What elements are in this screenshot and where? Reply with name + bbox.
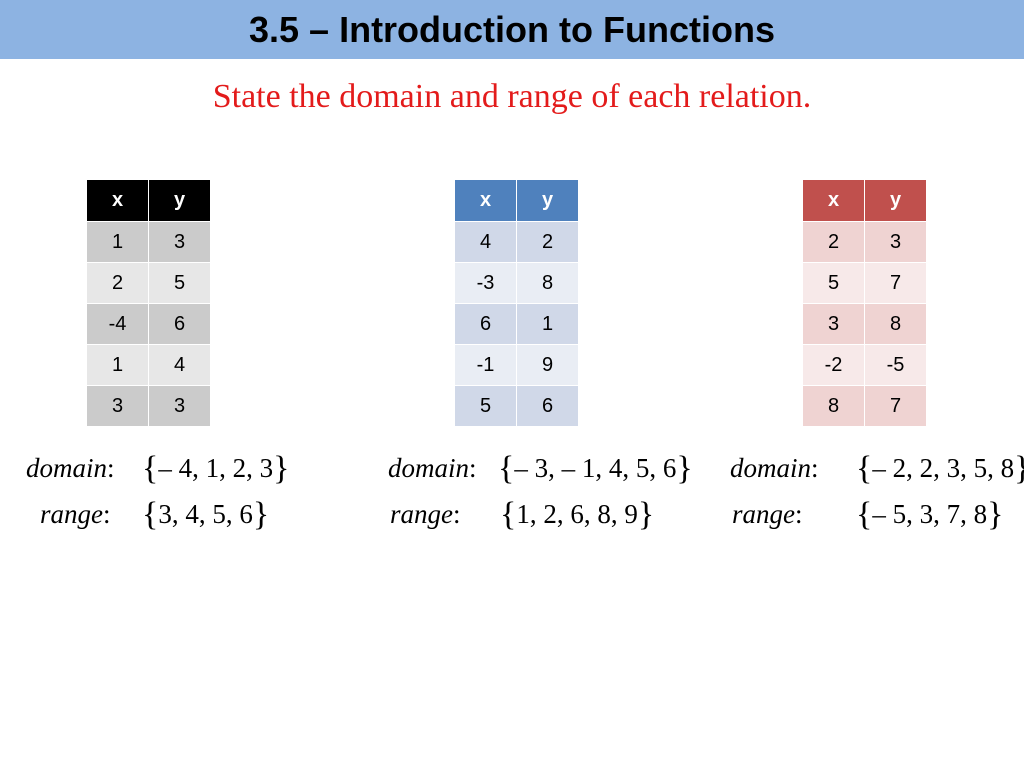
table-row: 1 3 (86, 221, 211, 263)
table-row: 2 3 (802, 221, 927, 263)
domain-line: domain: {– 2, 2, 3, 5, 8} (730, 448, 1024, 488)
relation-table-2: x y 4 2 -3 8 6 1 -1 9 5 6 (454, 179, 579, 427)
domain-set: {– 3, – 1, 4, 5, 6} (498, 450, 693, 487)
domain-values: – 3, – 1, 4, 5, 6 (514, 453, 677, 483)
table-row: 3 3 (86, 385, 211, 427)
range-label: range (732, 499, 795, 529)
column-header-x: x (86, 179, 149, 222)
table-cell: 4 (148, 344, 211, 386)
relation-table-3: x y 2 3 5 7 3 8 -2 -5 8 7 (802, 179, 927, 427)
column-header-x: x (454, 179, 517, 222)
domain-values: – 2, 2, 3, 5, 8 (872, 453, 1015, 483)
range-set: {– 5, 3, 7, 8} (856, 496, 1004, 533)
table-cell: 1 (86, 344, 149, 386)
table-cell: 6 (516, 385, 579, 427)
table-row: -2 -5 (802, 344, 927, 386)
table-row: 2 5 (86, 262, 211, 304)
table-cell: 2 (86, 262, 149, 304)
table-cell: 5 (802, 262, 865, 304)
answer-block-1: domain: {– 4, 1, 2, 3} range: {3, 4, 5, … (26, 448, 346, 538)
answer-block-2: domain: {– 3, – 1, 4, 5, 6} range: {1, 2… (388, 448, 718, 538)
column-header-y: y (516, 179, 579, 222)
table-cell: -4 (86, 303, 149, 345)
column-header-y: y (864, 179, 927, 222)
table-cell: -5 (864, 344, 927, 386)
table-row: -1 9 (454, 344, 579, 386)
column-header-x: x (802, 179, 865, 222)
table-row: 1 4 (86, 344, 211, 386)
relation-table-1: x y 1 3 2 5 -4 6 1 4 3 3 (86, 179, 211, 427)
domain-line: domain: {– 4, 1, 2, 3} (26, 450, 290, 487)
page-title: 3.5 – Introduction to Functions (249, 8, 775, 50)
domain-label: domain (730, 453, 811, 483)
table-cell: 5 (454, 385, 517, 427)
range-label: range (390, 499, 453, 529)
table-cell: 6 (148, 303, 211, 345)
table-cell: -1 (454, 344, 517, 386)
table-header-row: x y (454, 179, 579, 222)
table-cell: 8 (864, 303, 927, 345)
range-values: 1, 2, 6, 8, 9 (516, 499, 638, 529)
instruction-text: State the domain and range of each relat… (212, 78, 812, 115)
range-line: range: {– 5, 3, 7, 8} (732, 496, 1004, 533)
table-row: -4 6 (86, 303, 211, 345)
table-row: 5 7 (802, 262, 927, 304)
table-row: 4 2 (454, 221, 579, 263)
answer-block-3: domain: {– 2, 2, 3, 5, 8} range: {– 5, 3… (730, 448, 1024, 538)
table-cell: -3 (454, 262, 517, 304)
table-cell: 3 (802, 303, 865, 345)
range-values: – 5, 3, 7, 8 (872, 499, 988, 529)
table-row: -3 8 (454, 262, 579, 304)
domain-label: domain (388, 453, 469, 483)
domain-line: domain: {– 3, – 1, 4, 5, 6} (388, 450, 693, 487)
table-cell: 7 (864, 262, 927, 304)
range-set: {1, 2, 6, 8, 9} (500, 496, 655, 533)
table-cell: 1 (516, 303, 579, 345)
table-row: 5 6 (454, 385, 579, 427)
table-header-row: x y (802, 179, 927, 222)
table-cell: 8 (802, 385, 865, 427)
table-cell: 2 (516, 221, 579, 263)
table-cell: 1 (86, 221, 149, 263)
table-cell: 7 (864, 385, 927, 427)
table-cell: 5 (148, 262, 211, 304)
table-cell: 3 (148, 385, 211, 427)
table-cell: 3 (148, 221, 211, 263)
domain-set: {– 4, 1, 2, 3} (142, 450, 290, 487)
table-cell: 9 (516, 344, 579, 386)
range-line: range: {3, 4, 5, 6} (40, 496, 270, 533)
range-label: range (40, 499, 103, 529)
table-cell: 2 (802, 221, 865, 263)
table-cell: 6 (454, 303, 517, 345)
table-cell: 4 (454, 221, 517, 263)
table-row: 6 1 (454, 303, 579, 345)
table-cell: -2 (802, 344, 865, 386)
table-cell: 3 (864, 221, 927, 263)
range-values: 3, 4, 5, 6 (158, 499, 253, 529)
table-cell: 3 (86, 385, 149, 427)
domain-values: – 4, 1, 2, 3 (158, 453, 274, 483)
column-header-y: y (148, 179, 211, 222)
title-bar: 3.5 – Introduction to Functions (0, 0, 1024, 59)
range-line: range: {1, 2, 6, 8, 9} (390, 496, 655, 533)
table-row: 8 7 (802, 385, 927, 427)
domain-set: {– 2, 2, 3, 5, 8} (856, 450, 1024, 487)
range-set: {3, 4, 5, 6} (142, 496, 270, 533)
table-header-row: x y (86, 179, 211, 222)
table-row: 3 8 (802, 303, 927, 345)
table-cell: 8 (516, 262, 579, 304)
domain-label: domain (26, 453, 107, 483)
